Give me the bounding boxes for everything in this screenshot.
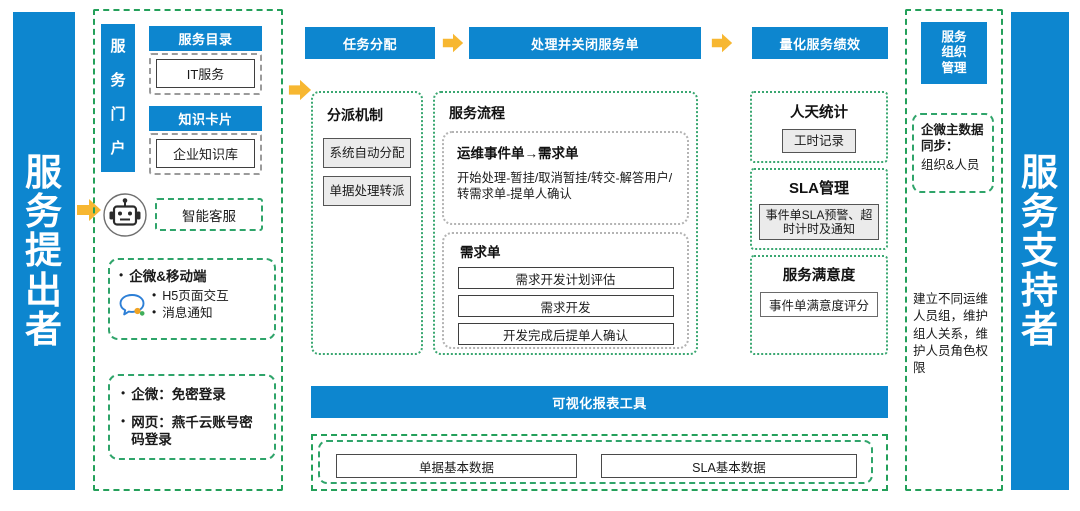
org-note-text: 建立不同运维人员组，维护组人关系，维护人员角色权限 (913, 292, 989, 375)
portal-char-1: 务 (110, 71, 126, 89)
mobile-bullet-dot: • (119, 268, 124, 282)
mobile-channel-title: 企微&移动端 (129, 269, 207, 284)
mobile-sub-dot-0: • (152, 287, 157, 302)
man-day-stats-chip[interactable]: 工时记录 (782, 129, 856, 153)
robot-icon (103, 193, 147, 237)
right-pillar-char-3: 持 (1021, 269, 1059, 311)
left-pillar-char-4: 者 (25, 308, 63, 350)
assignment-chip-label-1: 单据处理转派 (329, 183, 405, 198)
demand-ticket-title: 需求单 (460, 245, 501, 260)
report-dataset-0[interactable]: 单据基本数据 (336, 454, 577, 478)
knowledge-card-item-kb[interactable]: 企业知识库 (156, 139, 255, 168)
assignment-mechanism-title: 分派机制 (327, 107, 383, 123)
right-pillar-char-4: 者 (1021, 308, 1059, 350)
service-catalog-item-label: IT服务 (186, 67, 225, 82)
flow-stage-header-1: 处理并关闭服务单 (469, 27, 701, 59)
assignment-chip-0[interactable]: 系统自动分配 (323, 138, 411, 168)
flow-stage-header-0: 任务分配 (305, 27, 435, 59)
satisfaction-chip-label: 事件单满意度评分 (768, 299, 869, 313)
demand-step-label-1: 需求开发 (540, 300, 591, 315)
portal-char-0: 服 (110, 37, 126, 55)
right-arrow-icon-flow-entry (288, 79, 312, 101)
service-catalog-item-it-service[interactable]: IT服务 (156, 59, 255, 88)
service-catalog-header-label: 服务目录 (178, 32, 233, 47)
knowledge-card-header: 知识卡片 (149, 106, 262, 131)
left-pillar-char-1: 务 (25, 191, 63, 233)
right-arrow-icon-stage-0-1 (442, 33, 464, 53)
incident-to-demand-box: 运维事件单→需求单 开始处理-暂挂/取消暂挂/转交-解答用户/转需求单-提单人确… (442, 131, 689, 225)
right-pillar-char-2: 支 (1021, 230, 1059, 272)
assignment-chip-1[interactable]: 单据处理转派 (323, 176, 411, 206)
demand-step-1[interactable]: 需求开发 (457, 295, 674, 317)
chat-bubble-icon (119, 293, 145, 316)
report-dataset-1[interactable]: SLA基本数据 (601, 454, 857, 478)
left-pillar-service-requester: 服 务 提 出 者 (13, 12, 75, 490)
flow-stage-header-2: 量化服务绩效 (752, 27, 888, 59)
man-day-stats-chip-label: 工时记录 (793, 133, 844, 148)
knowledge-card-header-label: 知识卡片 (178, 112, 233, 127)
satisfaction-card: 服务满意度 事件单满意度评分 (750, 255, 888, 355)
demand-step-label-0: 需求开发计划评估 (515, 272, 616, 287)
left-pillar-char-0: 服 (25, 151, 63, 193)
org-sync-box: 企微主数据同步： 组织&人员 (912, 113, 994, 193)
report-dataset-label-0: 单据基本数据 (418, 460, 494, 475)
service-process-title: 服务流程 (449, 105, 505, 121)
mobile-channel-item-1: 消息通知 (162, 305, 213, 320)
report-outer-dashed (311, 434, 888, 491)
smart-customer-service-box[interactable]: 智能客服 (155, 198, 263, 231)
knowledge-card-item-label: 企业知识库 (172, 147, 238, 162)
service-org-header-line-2: 管理 (941, 60, 967, 75)
man-day-stats-title: 人天统计 (790, 105, 848, 121)
man-day-stats-card: 人天统计 工时记录 (750, 91, 888, 163)
portal-char-3: 户 (110, 139, 126, 157)
service-process-card: 服务流程 运维事件单→需求单 开始处理-暂挂/取消暂挂/转交-解答用户/转需求单… (433, 91, 698, 355)
satisfaction-chip[interactable]: 事件单满意度评分 (760, 292, 878, 317)
demand-step-label-2: 开发完成后提单人确认 (502, 328, 628, 343)
left-pillar-char-3: 出 (25, 269, 63, 311)
flow-stage-label-1: 处理并关闭服务单 (530, 36, 639, 52)
service-portal-vertical-label: 服 务 门 户 (101, 24, 135, 172)
login-method-0: 企微：免密登录 (131, 387, 226, 402)
right-arrow-icon-portal (77, 199, 101, 221)
sla-management-card: SLA管理 事件单SLA预警、超时计时及通知 (750, 168, 888, 250)
demand-step-0[interactable]: 需求开发计划评估 (457, 267, 674, 289)
right-pillar-service-supporter: 服 务 支 持 者 (1011, 12, 1069, 490)
login-bullet-dot-0: • (121, 386, 126, 400)
service-org-header-line-0: 服务 (941, 29, 967, 44)
portal-char-2: 门 (110, 105, 126, 123)
login-methods-box: • 企微：免密登录 • 网页：燕千云账号密码登录 (108, 374, 276, 460)
satisfaction-title: 服务满意度 (782, 268, 856, 284)
org-sync-title: 企微主数据同步： (921, 123, 984, 153)
org-sync-body: 组织&人员 (921, 158, 980, 172)
mobile-channel-item-0: H5页面交互 (162, 288, 229, 303)
smart-customer-service-label: 智能客服 (182, 208, 236, 224)
report-dataset-label-1: SLA基本数据 (692, 460, 766, 475)
sla-management-title: SLA管理 (788, 180, 849, 197)
service-portal-region (93, 9, 283, 491)
sla-management-chip-label: 事件单SLA预警、超时计时及通知 (765, 207, 873, 236)
assignment-mechanism-card: 分派机制 系统自动分配 单据处理转派 (311, 91, 423, 355)
right-arrow-icon-stage-1-2 (711, 33, 733, 53)
assignment-chip-label-0: 系统自动分配 (329, 145, 405, 160)
service-org-header-line-1: 组织 (941, 45, 967, 60)
sla-management-chip[interactable]: 事件单SLA预警、超时计时及通知 (759, 204, 879, 240)
mobile-sub-dot-1: • (152, 304, 157, 319)
service-org-region (905, 9, 1003, 491)
mobile-channel-box: • 企微&移动端 • H5页面交互 • 消息通知 (108, 258, 276, 340)
demand-ticket-box: 需求单 需求开发计划评估 需求开发 开发完成后提单人确认 (442, 232, 689, 349)
right-pillar-char-0: 服 (1021, 151, 1059, 193)
service-org-header: 服务 组织 管理 (921, 22, 987, 84)
incident-to-demand-text: 开始处理-暂挂/取消暂挂/转交-解答用户/转需求单-提单人确认 (457, 171, 673, 202)
report-tool-header-label: 可视化报表工具 (552, 395, 647, 411)
login-bullet-dot-1: • (121, 413, 126, 428)
right-pillar-char-1: 务 (1021, 191, 1059, 233)
flow-stage-label-0: 任务分配 (342, 36, 397, 52)
incident-to-demand-title: 运维事件单→需求单 (457, 146, 579, 161)
login-method-1: 网页：燕千云账号密码登录 (131, 414, 253, 448)
service-catalog-header: 服务目录 (149, 26, 262, 51)
flow-stage-label-2: 量化服务绩效 (779, 36, 861, 52)
report-tool-header: 可视化报表工具 (311, 386, 888, 418)
left-pillar-char-2: 提 (25, 230, 63, 272)
demand-step-2[interactable]: 开发完成后提单人确认 (457, 323, 674, 345)
